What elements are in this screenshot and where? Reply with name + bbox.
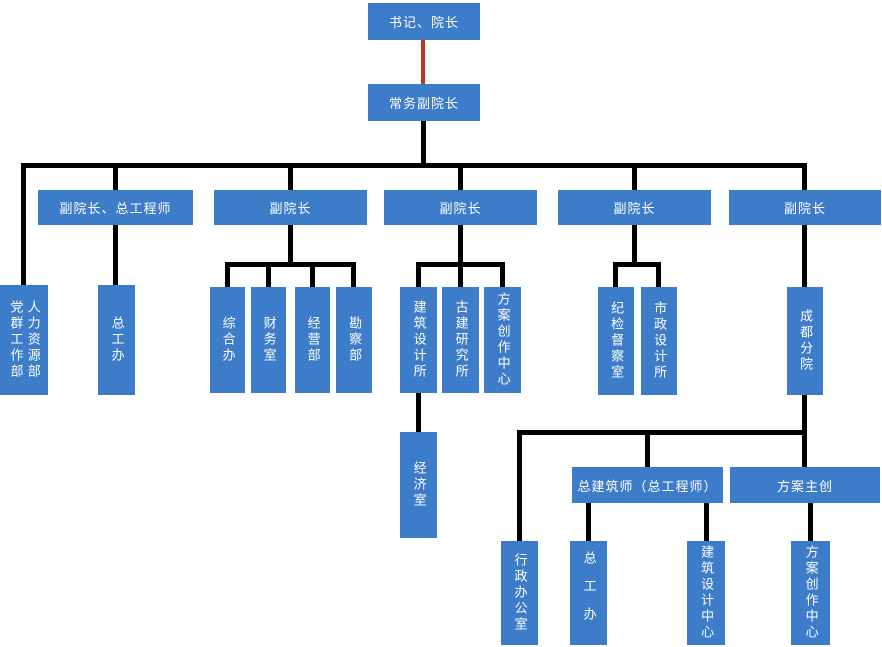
connector-drop-chief-architect bbox=[645, 435, 650, 467]
node-economy-office-label: 经济室 bbox=[411, 461, 427, 509]
connector-drop-business-dept bbox=[310, 267, 315, 287]
connector-drop-chengdu-scheme-center bbox=[808, 503, 813, 541]
node-chief-engineer-office-label: 总工办 bbox=[109, 316, 125, 364]
node-survey-dept-label: 勘察部 bbox=[347, 316, 363, 364]
node-scheme-creation-center-label: 方案创作中心 bbox=[495, 292, 511, 388]
connector-drop-vp2 bbox=[288, 168, 293, 190]
node-chief-architect[interactable]: 总建筑师（总工程师） bbox=[572, 467, 723, 503]
node-vice-dean-5-label: 副院长 bbox=[783, 201, 826, 216]
node-scheme-lead[interactable]: 方案主创 bbox=[730, 467, 880, 503]
connector-drop-arch-design-institute bbox=[416, 267, 421, 287]
node-municipal-design-institute-label: 市政设计所 bbox=[652, 301, 668, 381]
node-arch-design-center-label: 建筑设计中心 bbox=[699, 545, 715, 641]
node-scheme-lead-label: 方案主创 bbox=[776, 478, 833, 494]
connector-drop-scheme-lead bbox=[802, 435, 807, 467]
connector-chengdu-stem bbox=[802, 395, 807, 430]
node-scheme-creation-center[interactable]: 方案创作中心 bbox=[484, 287, 521, 393]
connector-drop-general-office bbox=[225, 267, 230, 287]
connector-vp4-horizontal bbox=[613, 262, 661, 267]
node-economy-office[interactable]: 经济室 bbox=[400, 432, 437, 538]
node-admin-office-label: 行政办公室 bbox=[512, 553, 528, 633]
node-discipline-inspection-office-label: 纪检督察室 bbox=[609, 301, 625, 381]
connector-drop-discipline-office bbox=[613, 267, 618, 287]
node-admin-office[interactable]: 行政办公室 bbox=[501, 541, 538, 645]
node-finance-office[interactable]: 财务室 bbox=[251, 287, 286, 393]
connector-root-execvp bbox=[421, 40, 425, 84]
node-hr-dept-label: 人力资源部 bbox=[25, 300, 41, 380]
node-chengdu-scheme-creation-center-label: 方案创作中心 bbox=[803, 545, 819, 641]
node-vice-dean-5[interactable]: 副院长 bbox=[729, 190, 881, 225]
connector-drop-ancient-arch-institute bbox=[458, 267, 463, 287]
connector-vp4-stem bbox=[632, 225, 637, 262]
connector-vp1-chiefengoffice bbox=[113, 225, 118, 285]
node-party-mass-hr-dept[interactable]: 党群工作部 人力资源部 bbox=[0, 285, 48, 395]
connector-drop-admin-office bbox=[517, 435, 522, 541]
connector-drop-scheme-creation-center bbox=[500, 267, 505, 287]
node-business-dept[interactable]: 经营部 bbox=[295, 287, 330, 393]
connector-main-horizontal bbox=[21, 163, 807, 168]
node-executive-vice-dean[interactable]: 常务副院长 bbox=[368, 84, 480, 121]
node-vice-dean-4-label: 副院长 bbox=[613, 201, 656, 216]
connector-drop-municipal-design bbox=[656, 267, 661, 287]
node-vice-dean-2-label: 副院长 bbox=[269, 201, 312, 216]
connector-drop-vp5 bbox=[802, 168, 807, 190]
node-municipal-design-institute[interactable]: 市政设计所 bbox=[641, 287, 677, 395]
node-arch-design-institute-label: 建筑设计所 bbox=[411, 300, 427, 380]
connector-vp2-horizontal bbox=[225, 262, 356, 267]
node-chengdu-branch-label: 成都分院 bbox=[798, 309, 814, 373]
connector-chengdu-horizontal bbox=[517, 430, 807, 435]
connector-drop-vp3 bbox=[458, 168, 463, 190]
connector-vp3-stem bbox=[458, 225, 463, 262]
node-survey-dept[interactable]: 勘察部 bbox=[336, 287, 372, 393]
connector-execvp-stem bbox=[421, 121, 426, 168]
node-vice-dean-chief-engineer[interactable]: 副院长、总工程师 bbox=[38, 190, 193, 225]
node-chief-engineer-office[interactable]: 总工办 bbox=[98, 285, 135, 395]
node-chengdu-chief-engineer-office-label: 总工办 bbox=[581, 551, 597, 635]
node-general-office[interactable]: 综合办 bbox=[210, 287, 245, 393]
connector-vp3-horizontal bbox=[416, 262, 505, 267]
node-business-dept-label: 经营部 bbox=[305, 316, 321, 364]
node-finance-office-label: 财务室 bbox=[261, 316, 277, 364]
node-arch-design-institute[interactable]: 建筑设计所 bbox=[400, 287, 437, 393]
connector-drop-arch-design-center bbox=[704, 503, 709, 541]
node-secretary-dean[interactable]: 书记、院长 bbox=[368, 3, 480, 40]
node-vice-dean-3[interactable]: 副院长 bbox=[384, 190, 537, 225]
node-discipline-inspection-office[interactable]: 纪检督察室 bbox=[598, 287, 634, 395]
node-chengdu-branch[interactable]: 成都分院 bbox=[787, 287, 823, 395]
node-secretary-dean-label: 书记、院长 bbox=[388, 15, 459, 30]
connector-drop-survey-dept bbox=[351, 267, 356, 287]
connector-drop-party-hr bbox=[21, 168, 26, 285]
node-vice-dean-3-label: 副院长 bbox=[439, 201, 482, 216]
node-ancient-arch-institute[interactable]: 古建研究所 bbox=[442, 287, 479, 393]
connector-drop-chengdu-chiefengoffice bbox=[586, 503, 591, 541]
node-general-office-label: 综合办 bbox=[220, 316, 236, 364]
node-arch-design-center[interactable]: 建筑设计中心 bbox=[687, 541, 725, 645]
connector-vp2-stem bbox=[288, 225, 293, 262]
node-vice-dean-chief-engineer-label: 副院长、总工程师 bbox=[59, 201, 172, 216]
node-chief-architect-label: 总建筑师（总工程师） bbox=[577, 478, 718, 494]
connector-drop-finance-office bbox=[266, 267, 271, 287]
node-chengdu-scheme-creation-center[interactable]: 方案创作中心 bbox=[791, 541, 830, 645]
node-ancient-arch-institute-label: 古建研究所 bbox=[453, 300, 469, 380]
node-chengdu-chief-engineer-office[interactable]: 总工办 bbox=[570, 541, 607, 645]
connector-archdesign-economy bbox=[416, 393, 421, 432]
connector-vp5-chengdu-branch bbox=[802, 225, 807, 287]
node-vice-dean-4[interactable]: 副院长 bbox=[558, 190, 711, 225]
connector-drop-vp4 bbox=[632, 168, 637, 190]
node-vice-dean-2[interactable]: 副院长 bbox=[214, 190, 367, 225]
connector-drop-vp1 bbox=[113, 168, 118, 190]
node-party-mass-dept-label: 党群工作部 bbox=[8, 300, 24, 380]
node-executive-vice-dean-label: 常务副院长 bbox=[388, 96, 459, 111]
